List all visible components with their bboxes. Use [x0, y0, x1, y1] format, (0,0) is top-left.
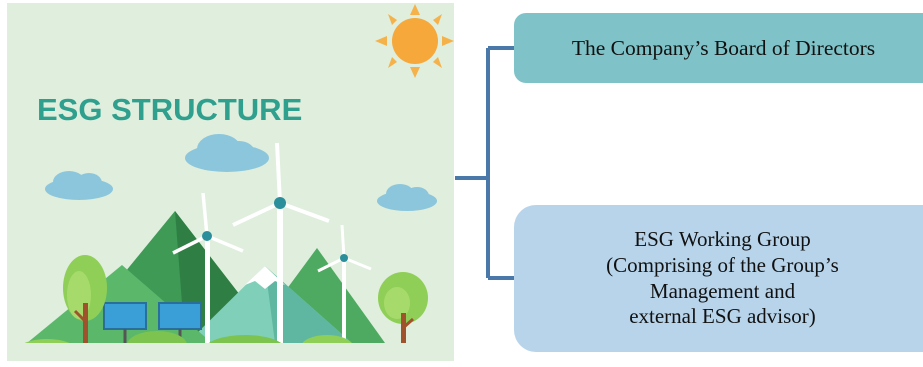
cloud-icon: [377, 184, 437, 211]
esg-working-group-line-4: external ESG advisor): [629, 304, 816, 329]
esg-working-group-line-2: (Comprising of the Group’s: [606, 252, 839, 277]
board-of-directors-label: The Company’s Board of Directors: [571, 35, 876, 60]
board-of-directors-node: The Company’s Board of Directors: [514, 13, 923, 83]
cloud-icon: [185, 134, 269, 172]
illustration-headline: ESG STRUCTURE: [37, 92, 302, 127]
esg-structure-illustration: ESG STRUCTURE: [7, 3, 454, 361]
wind-turbine-icon: [232, 142, 330, 343]
esg-working-group-node: ESG Working Group (Comprising of the Gro…: [514, 205, 923, 352]
wind-turbine-icon: [172, 192, 244, 343]
sun-icon: [375, 4, 454, 78]
wind-turbine-icon: [317, 224, 372, 343]
esg-working-group-line-3: Management and: [649, 278, 796, 303]
solar-panel-icon: [103, 302, 147, 345]
cloud-icon: [45, 171, 113, 200]
tree-icon: [63, 255, 107, 345]
esg-working-group-title: ESG Working Group: [634, 227, 811, 252]
ground: [7, 343, 454, 361]
tree-icon: [378, 272, 428, 345]
